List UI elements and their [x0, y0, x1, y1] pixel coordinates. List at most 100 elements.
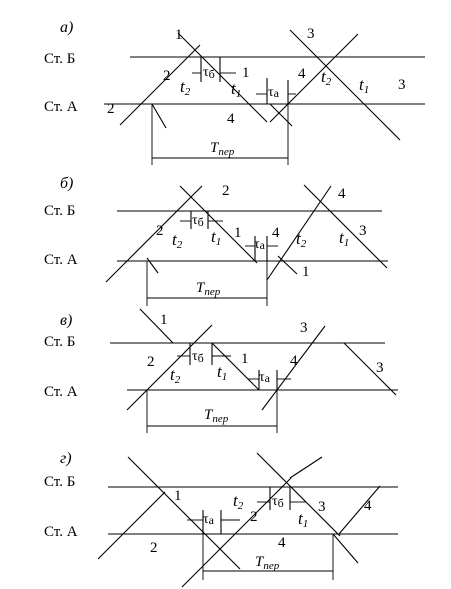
panel-a-train-number: 2 [163, 68, 171, 84]
panel-g-t2-label: t2 [233, 491, 244, 512]
panel-b-train-number: 3 [359, 223, 367, 239]
panel-b-tau-a-marker: τa [245, 236, 278, 261]
panel-a-train-number: 1 [242, 65, 250, 81]
panel-a-station-b: Ст. Б [44, 51, 75, 67]
panel-a-train-line [151, 103, 167, 129]
panel-v-train-line [261, 325, 326, 411]
panel-v-train-number: 4 [290, 353, 298, 369]
panel-b-train-number: 1 [234, 225, 242, 241]
panel-g-tau-b-label: τб [272, 494, 284, 510]
panel-b-tper-dimension: Tпер [146, 261, 268, 306]
panel-b-train-number: 1 [302, 264, 310, 280]
panel-a-train-number: 3 [398, 77, 406, 93]
panel-g-label: г) [60, 450, 72, 467]
panel-g-tau-b-marker: τб [257, 487, 306, 510]
panel-a-t2-label: t2 [321, 67, 332, 88]
panel-a-tper-label: Tпер [210, 140, 235, 158]
panel-v-tau-a-marker: τa [248, 370, 291, 390]
panel-b-train-number: 4 [338, 186, 346, 202]
panel-b-t2-label: t2 [172, 230, 183, 251]
panel-b-t2b-label: t2 [296, 229, 307, 250]
panel-b-train-line [105, 185, 203, 283]
panel-a-tper-dimension: Tпер [151, 104, 289, 165]
panel-g-train-line [256, 452, 341, 537]
panel-b-train-line [277, 255, 298, 275]
panel-g-train-number: 1 [174, 488, 182, 504]
panel-a-t2-label: t2 [180, 77, 191, 98]
panel-g-tper-dimension: Tпер [202, 534, 334, 580]
panel-g-train-line [127, 456, 241, 570]
panel-g-tau-a-marker: τa [187, 510, 240, 534]
panel-v-train-line [211, 342, 260, 391]
panel-a-tau-a-marker: τa [256, 78, 296, 104]
panel-v-train-line [126, 324, 213, 411]
panel-a-train-line [119, 44, 201, 126]
panel-b-t1b-label: t1 [339, 228, 349, 249]
panel-v-tau-b-marker: τб [177, 343, 231, 365]
panel-v-station-a: Ст. А [44, 384, 78, 400]
panel-b-tper-label: Tпер [196, 280, 221, 298]
panel-g-tper-label: Tпер [255, 554, 280, 572]
panel-a-train-number: 2 [107, 101, 115, 117]
panel-a-tau-a-label: τa [268, 85, 280, 100]
panel-v: в) Ст. Б Ст. А 1 3 2 1 4 3 t2 t1 τб τ [44, 308, 398, 433]
panel-v-station-b: Ст. Б [44, 334, 75, 350]
panel-a-train-number: 4 [298, 66, 306, 82]
panel-v-train-line [343, 342, 397, 396]
panel-a-train-number: 1 [175, 27, 183, 43]
panel-a-t1-label: t1 [231, 79, 241, 100]
panel-b-tau-a-label: τa [254, 237, 266, 252]
panel-v-t1-label: t1 [217, 362, 227, 383]
panel-g-train-line [97, 491, 166, 560]
panel-b-station-b: Ст. Б [44, 203, 75, 219]
panel-a: а) Ст. Б Ст. А 1 2 1 3 4 3 2 4 t2 t1 t2 … [44, 19, 425, 165]
panel-g-train-line [289, 456, 323, 479]
panel-g-station-b: Ст. Б [44, 474, 75, 490]
panel-b-station-a: Ст. А [44, 252, 78, 268]
panel-b-train-number: 4 [272, 225, 280, 241]
panel-v-label: в) [60, 312, 72, 329]
panel-a-train-line [289, 29, 401, 141]
panel-v-train-number: 3 [300, 320, 308, 336]
panel-b-train-line [146, 257, 159, 274]
panel-b: б) Ст. Б Ст. А 2 4 2 1 4 3 1 t2 t1 t2 t1… [44, 175, 388, 306]
panel-a-tau-b-marker: τб [192, 57, 236, 82]
panel-v-train-line [139, 308, 174, 344]
panel-a-station-a: Ст. А [44, 99, 78, 115]
panel-a-train-line [269, 103, 293, 127]
panel-b-train-number: 2 [222, 183, 230, 199]
panel-b-tau-b-marker: τб [180, 211, 223, 229]
panel-v-t2-label: t2 [170, 365, 181, 386]
panel-v-tper-dimension: Tпер [146, 390, 278, 433]
panel-g-train-number: 3 [318, 499, 326, 515]
panel-a-label: а) [60, 19, 73, 36]
panel-a-t1-label: t1 [359, 75, 369, 96]
panel-a-train-line [269, 33, 359, 123]
panel-g-train-number: 4 [278, 535, 286, 551]
panel-v-tau-b-label: τб [192, 349, 204, 365]
panel-g-train-line [332, 533, 359, 564]
panel-v-tper-label: Tпер [204, 407, 229, 425]
panel-b-t1-label: t1 [211, 227, 221, 248]
panel-v-train-number: 2 [147, 354, 155, 370]
panel-a-train-line [177, 32, 268, 123]
panel-g-train-line [181, 477, 292, 588]
panel-g: г) Ст. Б Ст. А 1 2 3 4 2 4 t2 t1 τб [44, 450, 398, 588]
panel-v-tau-a-label: τa [259, 370, 271, 385]
panel-a-tau-b-label: τб [203, 65, 215, 81]
panel-g-train-line [338, 485, 381, 535]
panel-b-train-line [303, 184, 388, 269]
panel-g-train-number: 2 [150, 540, 158, 556]
panel-a-train-number: 3 [307, 26, 315, 42]
panel-b-train-line [179, 185, 258, 264]
panel-b-train-number: 2 [156, 223, 164, 239]
panel-b-label: б) [60, 175, 73, 192]
panel-g-tau-a-label: τa [203, 512, 215, 527]
panel-a-train-number: 4 [227, 111, 235, 127]
panel-g-train-number: 4 [364, 498, 372, 514]
panel-g-t1-label: t1 [298, 509, 308, 530]
panel-g-train-number: 2 [250, 509, 258, 525]
panel-v-train-number: 1 [241, 351, 249, 367]
panel-g-station-a: Ст. А [44, 524, 78, 540]
